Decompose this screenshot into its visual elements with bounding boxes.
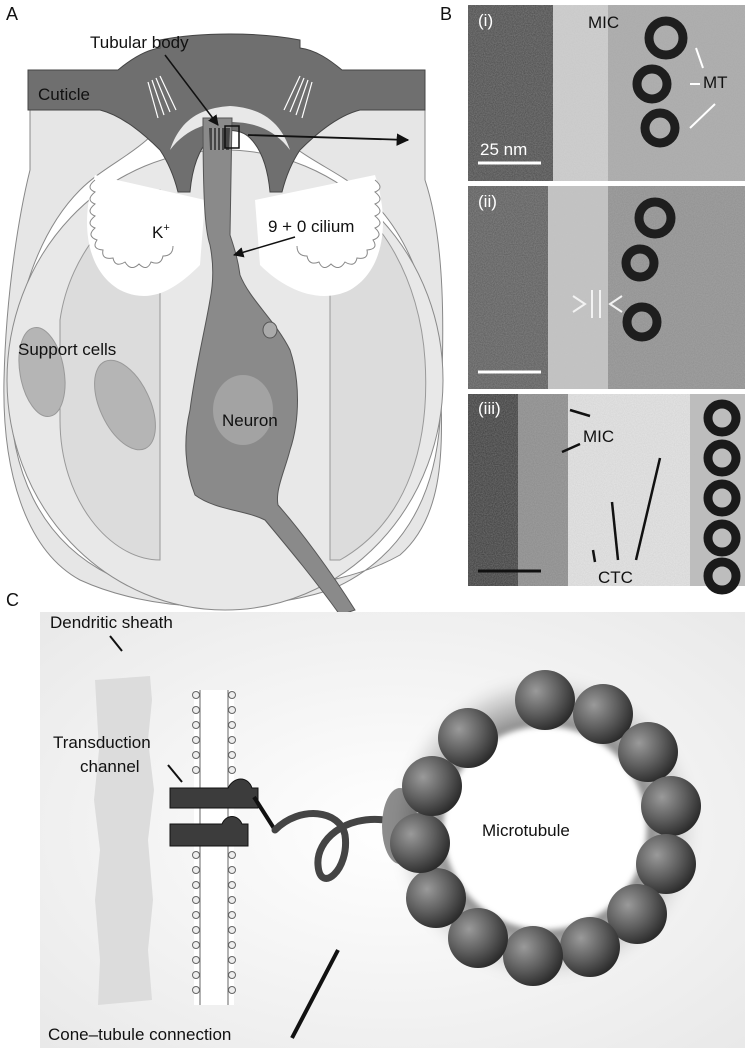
em-panel-i: MIC (i) MT 25 nm [468,5,745,181]
em-i-scale-label: 25 nm [480,140,527,159]
dendritic-sheath [94,676,154,1005]
label-cuticle: Cuticle [38,85,90,104]
label-microtubule: Microtubule [482,821,570,840]
em-i-mt: MT [703,73,728,92]
em-i-mic: MIC [588,13,619,32]
label-channel-line2: channel [80,757,140,776]
panel-b: B MIC (i) MT 25 nm [440,4,745,590]
label-cilium: 9 + 0 cilium [268,217,354,236]
panel-c: C [6,590,745,1048]
panel-a: A Tubular [4,4,443,615]
panel-a-letter: A [6,4,18,24]
em-i-tag: (i) [478,11,493,30]
neuron-nucleus [213,375,273,445]
label-cone-tubule-connection: Cone–tubule connection [48,1025,231,1044]
label-channel-line1: Transduction [53,733,151,752]
neuron-body-spot [263,322,277,338]
em-iii-tag: (iii) [478,399,501,418]
label-dendritic-sheath: Dendritic sheath [50,613,173,632]
em-iii-mic: MIC [583,427,614,446]
label-support-cells: Support cells [18,340,116,359]
lipid-bilayer [193,690,236,1005]
em-panel-ii: (ii) [468,186,745,389]
panel-b-letter: B [440,4,452,24]
em-ii-tag: (ii) [478,192,497,211]
label-neuron: Neuron [222,411,278,430]
em-iii-ctc: CTC [598,568,633,587]
panel-c-letter: C [6,590,19,610]
tubular-body-shape [209,128,230,150]
label-tubular-body: Tubular body [90,33,189,52]
em-panel-iii: (iii) MIC CTC [468,394,745,590]
